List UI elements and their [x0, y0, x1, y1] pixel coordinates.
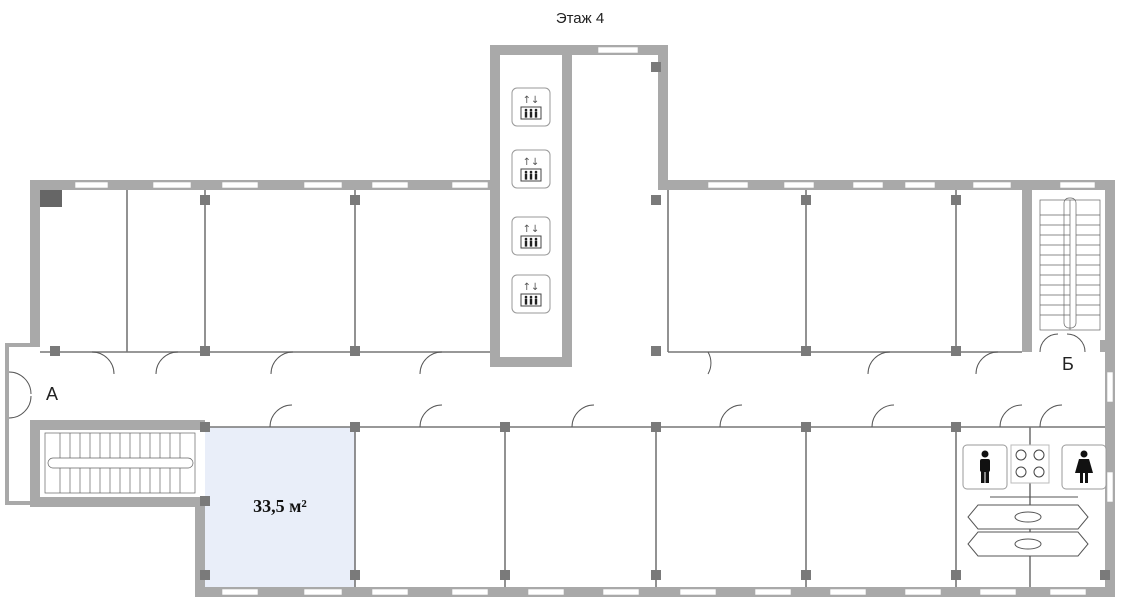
woman-restroom-icon [1061, 444, 1107, 490]
room-area-label: 33,5 м² [253, 496, 307, 516]
walls [5, 45, 1115, 597]
stairs-icon [1039, 197, 1101, 331]
doors [8, 333, 1086, 428]
stairs-icon [44, 432, 196, 494]
washbasin-icon [967, 496, 1089, 557]
columns [40, 62, 1110, 580]
entrance-label-b: Б [1062, 354, 1074, 374]
floor-title: Этаж 4 [555, 10, 605, 27]
windows [74, 46, 1114, 596]
entrance-label-a: А [46, 384, 59, 404]
man-restroom-icon [962, 444, 1008, 490]
highlighted-room[interactable] [205, 427, 355, 587]
washbasin-icon [1010, 444, 1050, 484]
elevator-icon [511, 87, 551, 314]
